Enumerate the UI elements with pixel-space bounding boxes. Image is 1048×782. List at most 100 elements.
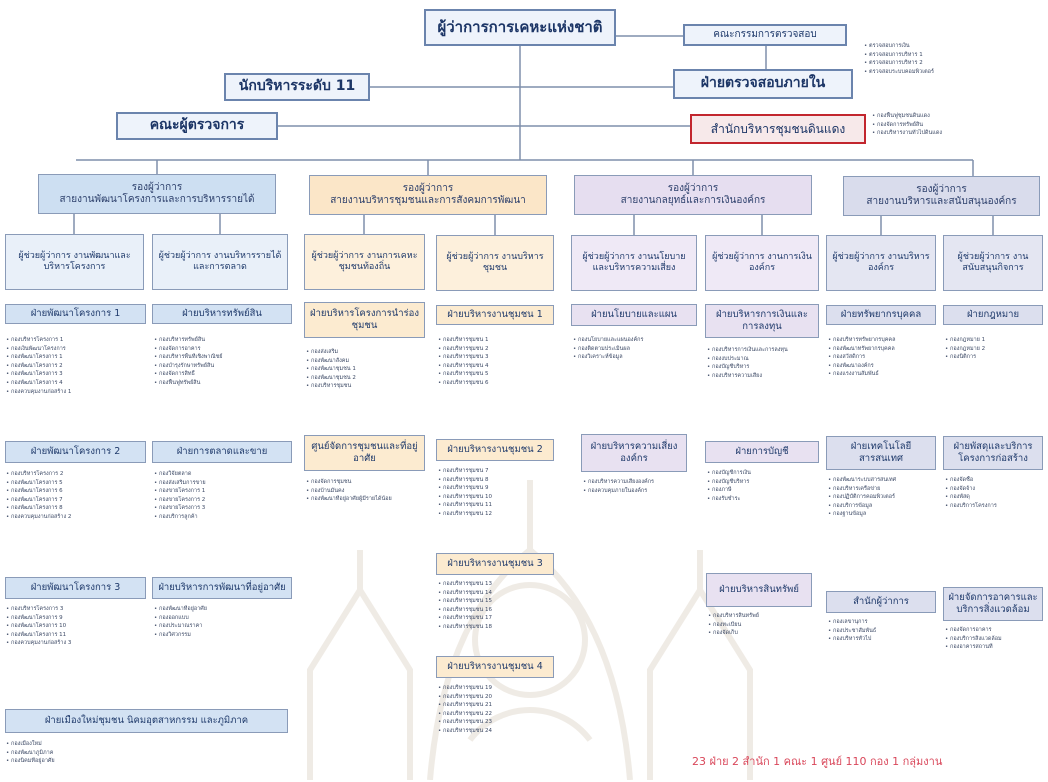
subunit-item: ตรวจสอบการบริหาร 2 [864, 59, 1039, 68]
vp-subtitle: สายงานบริหารและสนับสนุนองค์กร [866, 196, 1017, 207]
division-box: ฝ่ายบริหารสินทรัพย์ [706, 573, 812, 607]
subunit-item: กองบริหารชุมชน 9 [438, 484, 558, 493]
subunit-item: กองพัฒนาโครงการ 1 [6, 353, 146, 362]
subunit-item: กองจัดการอาคาร [945, 626, 1045, 635]
subunit-item: กองบริหารความเสี่ยงองค์กร [583, 478, 693, 487]
subunit-item: กองงบประมาณ [707, 355, 823, 364]
subunit-item: กองวิเคราะห์ข้อมูล [573, 353, 701, 362]
vp-box-1: รองผู้ว่าการสายงานพัฒนาโครงการและการบริห… [38, 174, 276, 214]
subunit-item: กองพัฒนาภูมิภาค [6, 749, 166, 758]
division-label: ฝ่ายบริหารสินทรัพย์ [719, 584, 799, 596]
division-box: ฝ่ายจัดการอาคารและบริการสิ่งแวดล้อม [943, 587, 1043, 621]
subunit-item: กองบริหารชุมชน 20 [438, 693, 558, 702]
inspectors-box: คณะผู้ตรวจการ [116, 112, 278, 140]
division-subunits: กองวิจัยตลาดกองส่งเสริมการขายกองขายโครงก… [154, 470, 294, 522]
subunit-item: กองบริหารชุมชน 23 [438, 718, 558, 727]
division-box: ฝ่ายพัฒนาโครงการ 2 [5, 441, 146, 463]
subunit-item: กองพัฒนาโครงการ 10 [6, 622, 146, 631]
subunit-item: กองพัฒนาโครงการ 5 [6, 479, 146, 488]
subunit-item: กองพัฒนาโครงการ 9 [6, 614, 146, 623]
subunit-item: กองบริหารชุมชน 8 [438, 476, 558, 485]
assistant-box-5: ผู้ช่วยผู้ว่าการ งานนโยบายและบริหารความเ… [571, 235, 697, 291]
subunit-item: กองฟื้นฟูชุมชนดินแดง [872, 112, 1042, 121]
division-subunits: กองส่งเสริมกองพัฒนาสังคมกองพัฒนาชุมชน 1ก… [306, 348, 431, 391]
vp-title: รองผู้ว่าการ [667, 182, 719, 194]
subunit-item: กองบริการโครงการ [945, 502, 1045, 511]
subunit-item: กองทะเบียน [708, 621, 818, 630]
subunit-item: กองภาษี [707, 486, 823, 495]
subunit-item: กองจัดจ้าง [945, 485, 1045, 494]
division-subunits: กองนโยบายและแผนองค์กรกองติดตามประเมินผลก… [573, 336, 701, 362]
subunit-item: กองฐานข้อมูล [828, 510, 940, 519]
subunit-item: กองประชาสัมพันธ์ [828, 627, 940, 636]
assistant-box-3: ผู้ช่วยผู้ว่าการ งานการเคหะชุมชนท้องถิ่น [304, 234, 425, 290]
division-subunits: กองบริหารทรัพยากรบุคคลกองพัฒนาทรัพยากรบุ… [828, 336, 940, 379]
subunit-item: กองบริหารชุมชน 2 [438, 345, 558, 354]
subunit-item: กองฟื้นฟูทรัพย์สิน [154, 379, 294, 388]
subunit-item: กองขายโครงการ 1 [154, 487, 294, 496]
vp-box-2: รองผู้ว่าการสายงานบริหารชุมชนและการสังคม… [309, 175, 547, 215]
subunit-item: กองส่งเสริมการขาย [154, 479, 294, 488]
subunit-item: กองพัฒนาที่อยู่อาศัย [154, 605, 294, 614]
division-box: ฝ่ายนโยบายและแผน [571, 304, 697, 326]
division-label: ฝ่ายพัฒนาโครงการ 3 [30, 582, 121, 594]
division-label: ฝ่ายบริหารโครงการนำร่องชุมชน [310, 308, 419, 331]
division-label: ฝ่ายพัฒนาโครงการ 2 [30, 446, 121, 458]
assistant-box-8: ผู้ช่วยผู้ว่าการ งานสนับสนุนกิจการ [943, 235, 1043, 291]
division-box: ฝ่ายบริหารงานชุมชน 3 [436, 553, 554, 575]
inspectors-label: คณะผู้ตรวจการ [149, 117, 245, 134]
assistant-label: ผู้ช่วยผู้ว่าการ งานพัฒนาและบริหารโครงกา… [18, 250, 131, 272]
subunit-item: กองบริหารชุมชน 21 [438, 701, 558, 710]
subunit-item: กองบริหารชุมชน 6 [438, 379, 558, 388]
division-subunits: กองบริหารชุมชน 7กองบริหารชุมชน 8กองบริหา… [438, 467, 558, 519]
division-box: ฝ่ายการตลาดและขาย [152, 441, 292, 463]
subunit-item: กองบริหารชุมชน 1 [438, 336, 558, 345]
division-box: ฝ่ายบริหารการเงินและการลงทุน [705, 304, 819, 338]
subunit-item: กองควบคุมงานก่อสร้าง 1 [6, 388, 146, 397]
subunit-item: กองบริหารชุมชน 11 [438, 501, 558, 510]
division-subunits: กองบริหารชุมชน 13กองบริหารชุมชน 14กองบริ… [438, 580, 558, 632]
subunit-item: กองบริหารชุมชน 24 [438, 727, 558, 736]
division-box: ฝ่ายบริหารงานชุมชน 1 [436, 305, 554, 325]
subunit-item: กองเลขานุการ [828, 618, 940, 627]
subunit-item: กองพัฒนาสังคม [306, 357, 431, 366]
subunit-item: กองบริหารทั่วไป [828, 635, 940, 644]
subunit-item: กองวิจัยตลาด [154, 470, 294, 479]
subunit-item: กองบริหารชุมชน 3 [438, 353, 558, 362]
assistant-label: ผู้ช่วยผู้ว่าการ งานการเคหะชุมชนท้องถิ่น [311, 250, 418, 272]
subunit-item: กองพัสดุ [945, 493, 1045, 502]
executive-level-11-label: นักบริหารระดับ 11 [238, 78, 356, 95]
subunit-item: กองพัฒนาชุมชน 1 [306, 365, 431, 374]
division-label: ฝ่ายการบัญชี [735, 446, 789, 458]
subunit-item: กองบริหารชุมชน 16 [438, 606, 558, 615]
vp-title: รองผู้ว่าการ [916, 183, 967, 195]
subunit-item: กองควบคุมภายในองค์กร [583, 487, 693, 496]
subunit-item: ตรวจสอบระบบคอมพิวเตอร์ [864, 68, 1039, 77]
din-daeng-subunits: กองฟื้นฟูชุมชนดินแดงกองจัดการทรัพย์สินกอ… [872, 112, 1042, 138]
subunit-item: กองจัดเก็บ [708, 629, 818, 638]
subunit-item: กองบริหารชุมชน 15 [438, 597, 558, 606]
division-box: ฝ่ายการบัญชี [705, 441, 819, 463]
subunit-item: กองบ้านมั่นคง [306, 487, 431, 496]
division-box: ฝ่ายพัฒนาโครงการ 3 [5, 577, 146, 599]
division-label: ฝ่ายเมืองใหม่ชุมชน นิคมอุตสาหกรรม และภูม… [44, 715, 249, 727]
division-subunits: กองพัฒนาระบบสารสนเทศกองบริหารเครือข่ายกอ… [828, 476, 940, 519]
subunit-item: กองจัดซื้อ [945, 476, 1045, 485]
subunit-item: กองบริการข้อมูล [828, 502, 940, 511]
subunit-item: กองบริหารความเสี่ยง [707, 372, 823, 381]
division-label: ฝ่ายบริหารการพัฒนาที่อยู่อาศัย [158, 582, 286, 594]
vp-title: รองผู้ว่าการ [131, 181, 183, 193]
assistant-label: ผู้ช่วยผู้ว่าการ งานนโยบายและบริหารความเ… [582, 251, 686, 273]
division-label: ฝ่ายนโยบายและแผน [591, 309, 677, 321]
division-label: ฝ่ายบริหารทรัพย์สิน [182, 308, 262, 320]
subunit-item: กองบริหารโครงการ 3 [6, 605, 146, 614]
subunit-item: กองปฏิบัติการคอมพิวเตอร์ [828, 493, 940, 502]
subunit-item: กองขายโครงการ 2 [154, 496, 294, 505]
division-label: ฝ่ายบริหารความเสี่ยงองค์กร [590, 441, 678, 464]
division-subunits: กองบริหารทรัพย์สินกองจัดการอาคารกองบริหา… [154, 336, 294, 388]
division-subunits: กองบริหารชุมชน 1กองบริหารชุมชน 2กองบริหา… [438, 336, 558, 388]
division-subunits: กองบริหารโครงการ 1กองเงินพัฒนาโครงการกอง… [6, 336, 146, 396]
vp-subtitle: สายงานบริหารชุมชนและการสังคมการพัฒนา [330, 195, 526, 206]
subunit-item: กองบริหารชุมชน 19 [438, 684, 558, 693]
subunit-item: กองบริหารทรัพย์สิน [154, 336, 294, 345]
